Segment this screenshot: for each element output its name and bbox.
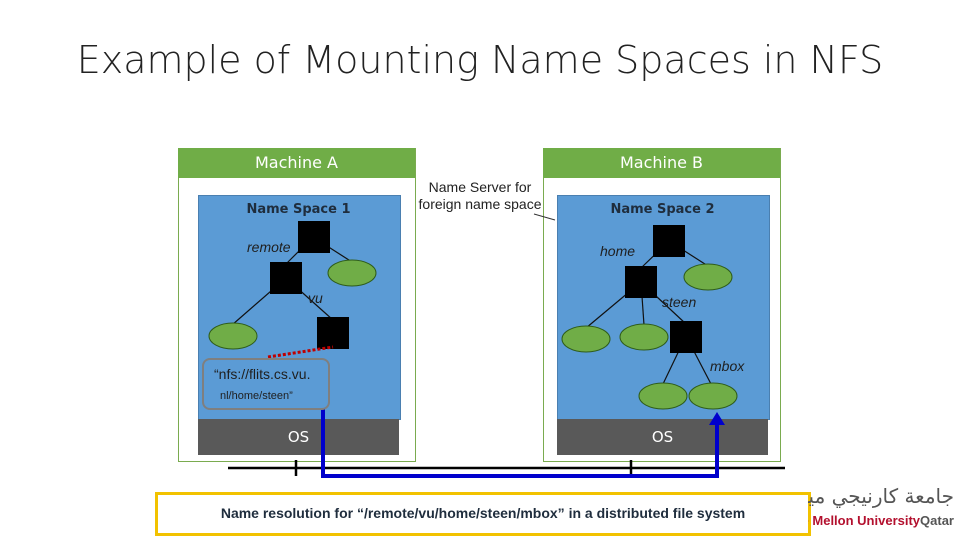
- name-server-note: Name Server for foreign name space: [418, 179, 542, 212]
- node-label-home: home: [600, 243, 636, 259]
- ns2-file-node: [638, 382, 688, 410]
- mount-url-line-1: “nfs://flits.cs.vu.: [214, 366, 311, 382]
- logo-english-part-1: ie Mellon University: [808, 513, 921, 528]
- machine-b-os: OS: [557, 419, 768, 455]
- ns2-root-dir-node: [653, 225, 685, 257]
- diagram-caption: Name resolution for “/remote/vu/home/ste…: [155, 492, 811, 536]
- mount-url-callout: “nfs://flits.cs.vu. nl/home/steen”: [202, 358, 330, 410]
- node-label-steen: steen: [662, 294, 697, 310]
- ns1-file-node: [208, 322, 258, 350]
- ns2-file-node: [561, 325, 611, 353]
- ns2-file-node: [683, 263, 733, 291]
- resolution-path: [321, 400, 719, 478]
- ns1-remote-dir-node: [270, 262, 302, 294]
- ns1-file-node: [327, 259, 377, 287]
- name-space-1-label: Name Space 1: [246, 202, 351, 217]
- ns1-root-dir-node: [298, 221, 330, 253]
- machine-b-header: Machine B: [543, 148, 780, 178]
- note-pointer-line: [533, 213, 556, 221]
- ns2-home-dir-node: [625, 266, 657, 298]
- node-label-mbox: mbox: [710, 358, 745, 374]
- ns2-file-node: [619, 323, 669, 351]
- slide-title: Example of Mounting Name Spaces in NFS: [76, 38, 884, 82]
- machine-a-os: OS: [198, 419, 399, 455]
- university-logo: جامعة كارنيجي ميلون ie Mellon University…: [808, 484, 960, 532]
- mount-url-line-2: nl/home/steen”: [220, 390, 293, 402]
- machine-a-header: Machine A: [178, 148, 415, 178]
- logo-arabic-text: جامعة كارنيجي ميلون: [808, 484, 954, 508]
- mount-link: [267, 345, 334, 359]
- ns1-vu-dir-node: [317, 317, 349, 349]
- node-label-vu: vu: [308, 290, 323, 306]
- ns2-steen-dir-node: [670, 321, 702, 353]
- node-label-remote: remote: [247, 239, 291, 255]
- name-space-2-label: Name Space 2: [610, 202, 715, 217]
- logo-english-part-2: Qatar: [920, 513, 954, 528]
- resolution-path-arrowhead: [709, 412, 725, 425]
- ns2-mbox-file-node: [688, 382, 738, 410]
- logo-english-text: ie Mellon UniversityQatar: [808, 510, 954, 529]
